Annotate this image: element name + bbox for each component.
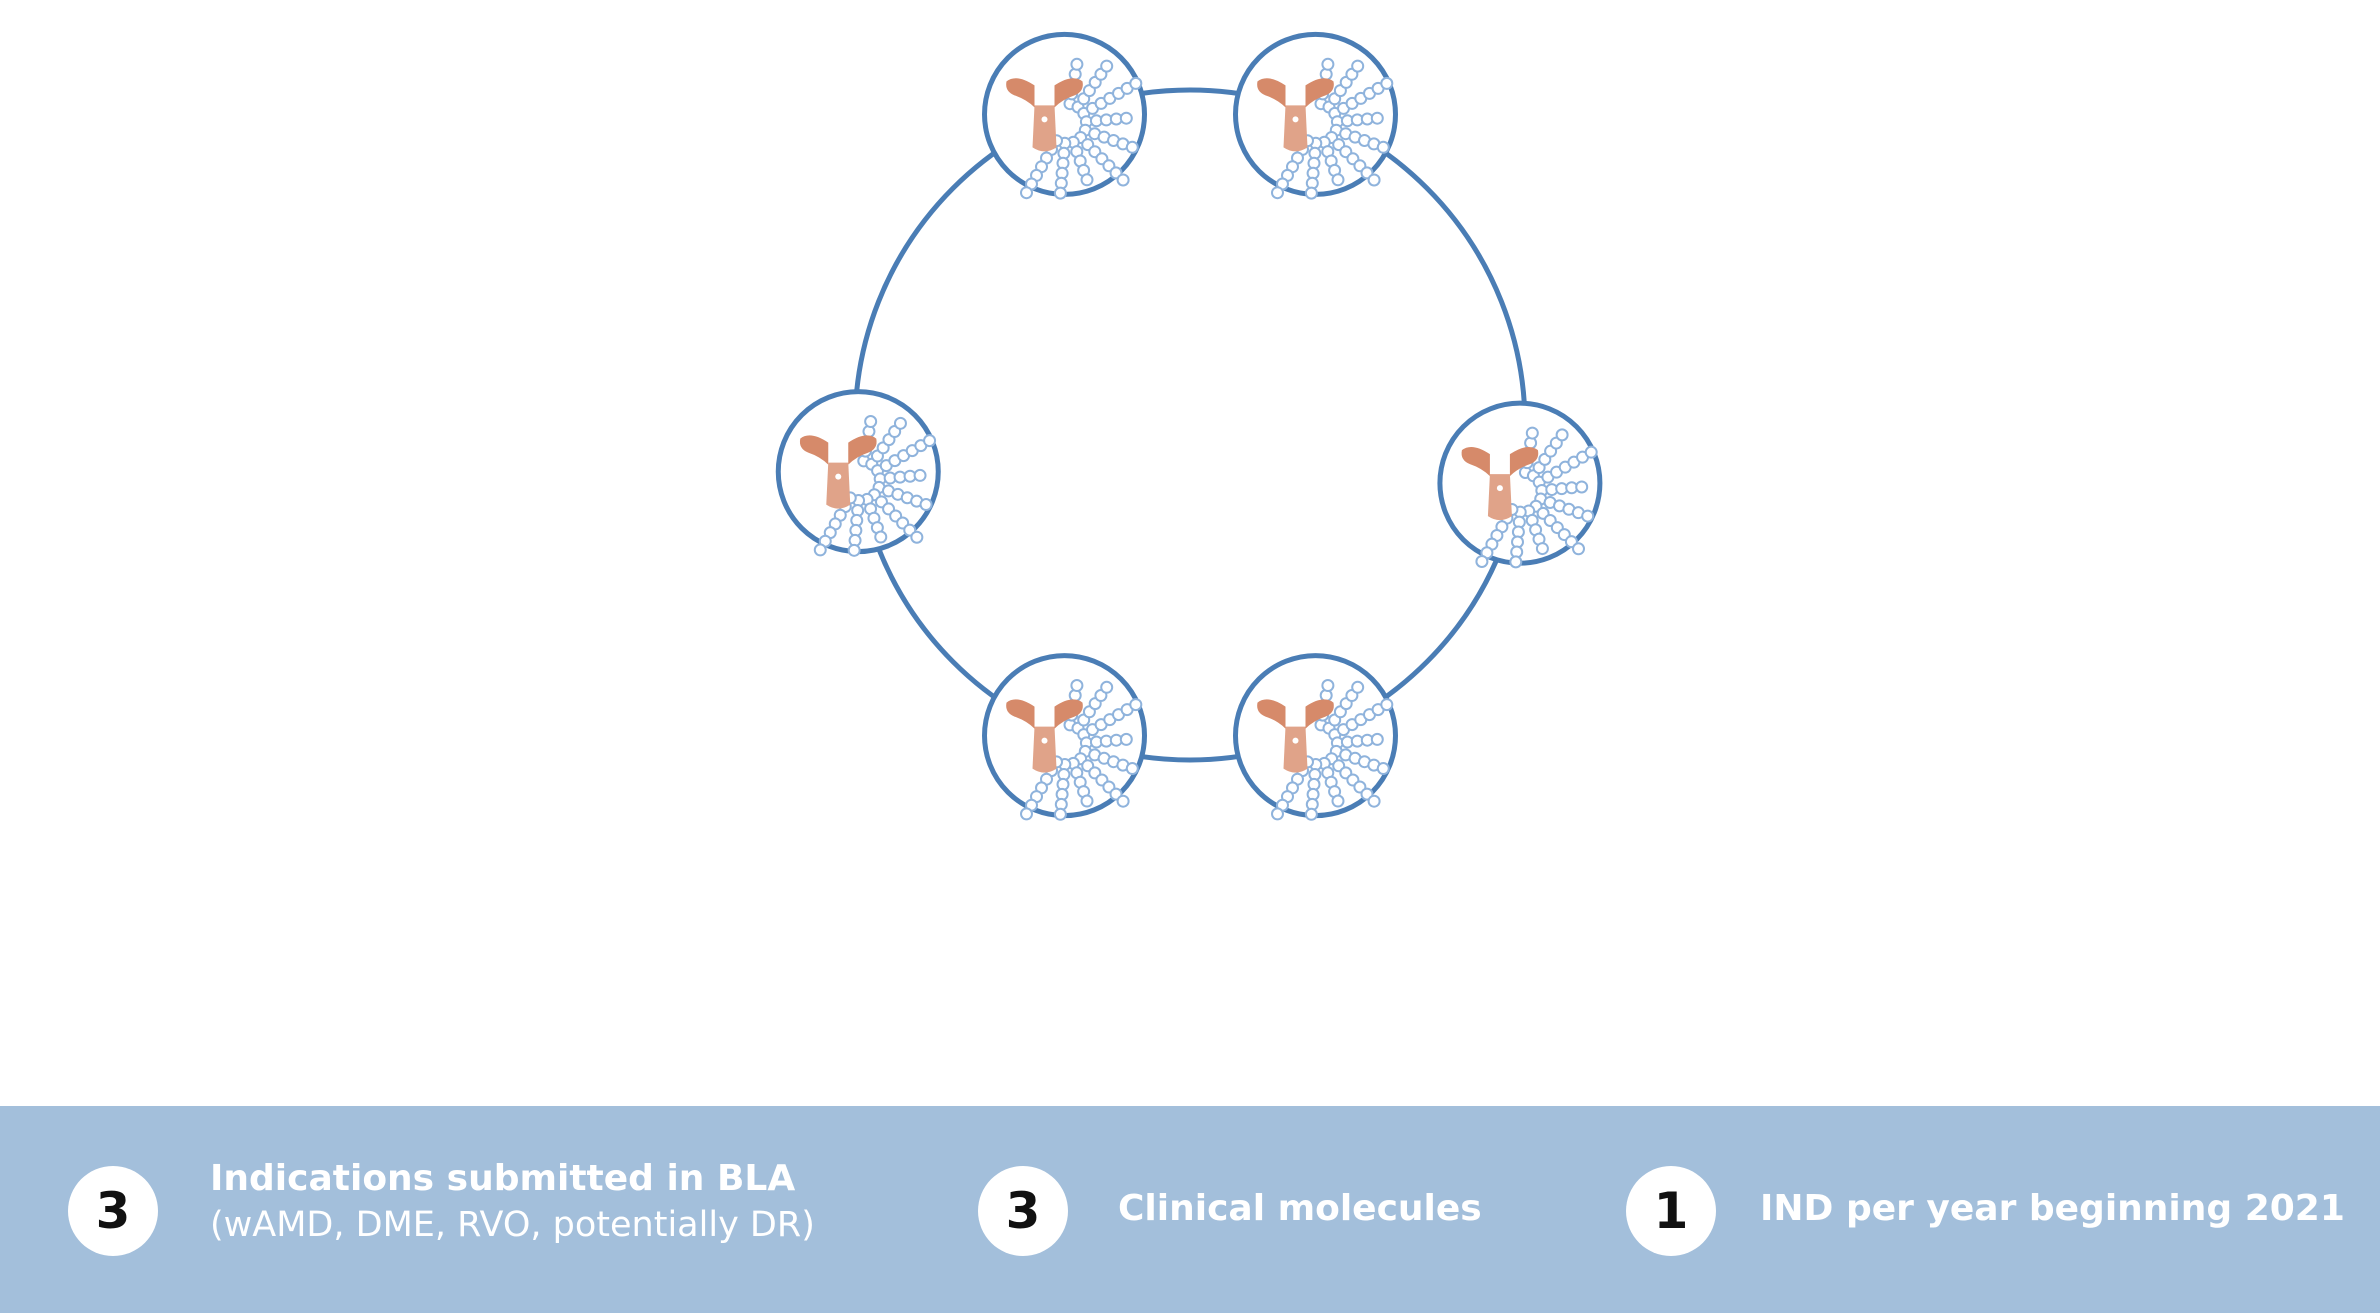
conjugate-node — [1232, 653, 1398, 821]
stat-label: Clinical molecules — [1118, 1188, 1482, 1229]
stat-label: IND per year beginning 2021 — [1760, 1188, 2345, 1229]
conjugate-node — [1437, 400, 1603, 569]
cycle-ring — [852, 87, 1528, 763]
conjugate-node — [982, 653, 1148, 821]
stat-detail: (wAMD, DME, RVO, potentially DR) — [210, 1205, 815, 1245]
conjugate-node — [1232, 31, 1398, 200]
stat-label: Indications submitted in BLA — [210, 1158, 796, 1199]
conjugate-cycle-diagram — [775, 31, 1603, 821]
stat-value-badge: 3 — [68, 1166, 158, 1256]
conjugate-node — [982, 31, 1148, 200]
stat-value-badge: 1 — [1626, 1166, 1716, 1256]
conjugate-node — [775, 389, 941, 557]
stat-value-badge: 3 — [978, 1166, 1068, 1256]
stats-footer: 3 Indications submitted in BLA (wAMD, DM… — [0, 1106, 2380, 1313]
